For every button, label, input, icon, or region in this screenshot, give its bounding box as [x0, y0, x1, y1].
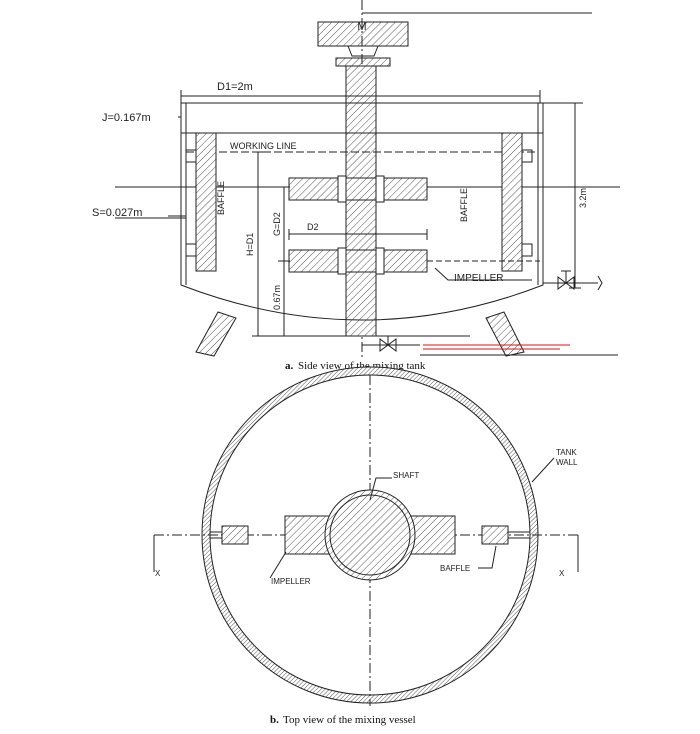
shaft-label: SHAFT: [393, 471, 419, 480]
baffle-left-bracket-bottom: [185, 243, 197, 257]
working-line-label: WORKING LINE: [230, 141, 297, 151]
top-view: [153, 366, 579, 706]
impeller-label: IMPELLER: [454, 273, 503, 284]
x-left-label: X: [155, 569, 161, 578]
baffle-left: [195, 132, 217, 272]
h-label: H=D1: [245, 233, 255, 256]
top-baffle-leader: [478, 545, 497, 569]
upper-impeller: [288, 177, 428, 201]
motor-label: M: [357, 21, 366, 33]
g-label: G=D2: [272, 212, 282, 236]
lower-hub-right: [375, 247, 385, 275]
d1-label: D1=2m: [217, 81, 253, 93]
shaft-leader: [369, 477, 392, 501]
lower-hub-left: [337, 247, 347, 275]
upper-hub-right: [375, 175, 385, 203]
shaft: [345, 65, 377, 337]
height-label: 3.2m: [578, 188, 588, 208]
red-annotation: [423, 344, 570, 350]
bearing-flange: [335, 57, 391, 67]
tank-wall-leader: [531, 457, 555, 483]
motor-coupling: [347, 45, 379, 57]
top-baffle-label: BAFFLE: [440, 564, 470, 573]
top-caption-letter: b.: [270, 714, 279, 726]
x-right-label: X: [559, 569, 565, 578]
lower-impeller: [288, 249, 428, 273]
bottom-outlet-valve: [379, 338, 397, 352]
tank-outer-wall: [180, 102, 544, 321]
upper-hub-left: [337, 175, 347, 203]
baffle-right-label: BAFFLE: [459, 188, 469, 222]
top-impeller-label: IMPELLER: [271, 577, 311, 586]
side-caption-letter: a.: [285, 360, 294, 372]
tank-wall-label-1: TANK: [556, 448, 577, 457]
top-caption: Top view of the mixing vessel: [283, 714, 416, 726]
top-baffle-left: [221, 525, 249, 545]
bottom-clearance-label: 0.67m: [272, 285, 282, 310]
baffle-left-bracket-top: [185, 149, 197, 163]
d2-label: D2: [307, 222, 319, 232]
s-label: S=0.027m: [92, 207, 142, 219]
baffle-right-bracket-top: [521, 149, 533, 163]
impeller-leader: [434, 267, 532, 281]
baffle-left-label: BAFFLE: [216, 181, 226, 215]
baffle-right-bracket-bottom: [521, 243, 533, 257]
top-view-labels: SHAFT TANK WALL IMPELLER BAFFLE X X b. T…: [155, 448, 578, 726]
side-outlet-valve: [557, 276, 575, 290]
tank-wall-label-2: WALL: [556, 458, 578, 467]
j-label: J=0.167m: [102, 112, 151, 124]
side-view: [115, 0, 620, 358]
top-shaft-inner: [329, 494, 411, 576]
baffle-right: [501, 132, 523, 272]
leg-left: [195, 311, 237, 357]
top-baffle-right: [481, 525, 509, 545]
top-impeller-leader: [269, 551, 287, 579]
side-outlet-end: [597, 275, 603, 291]
